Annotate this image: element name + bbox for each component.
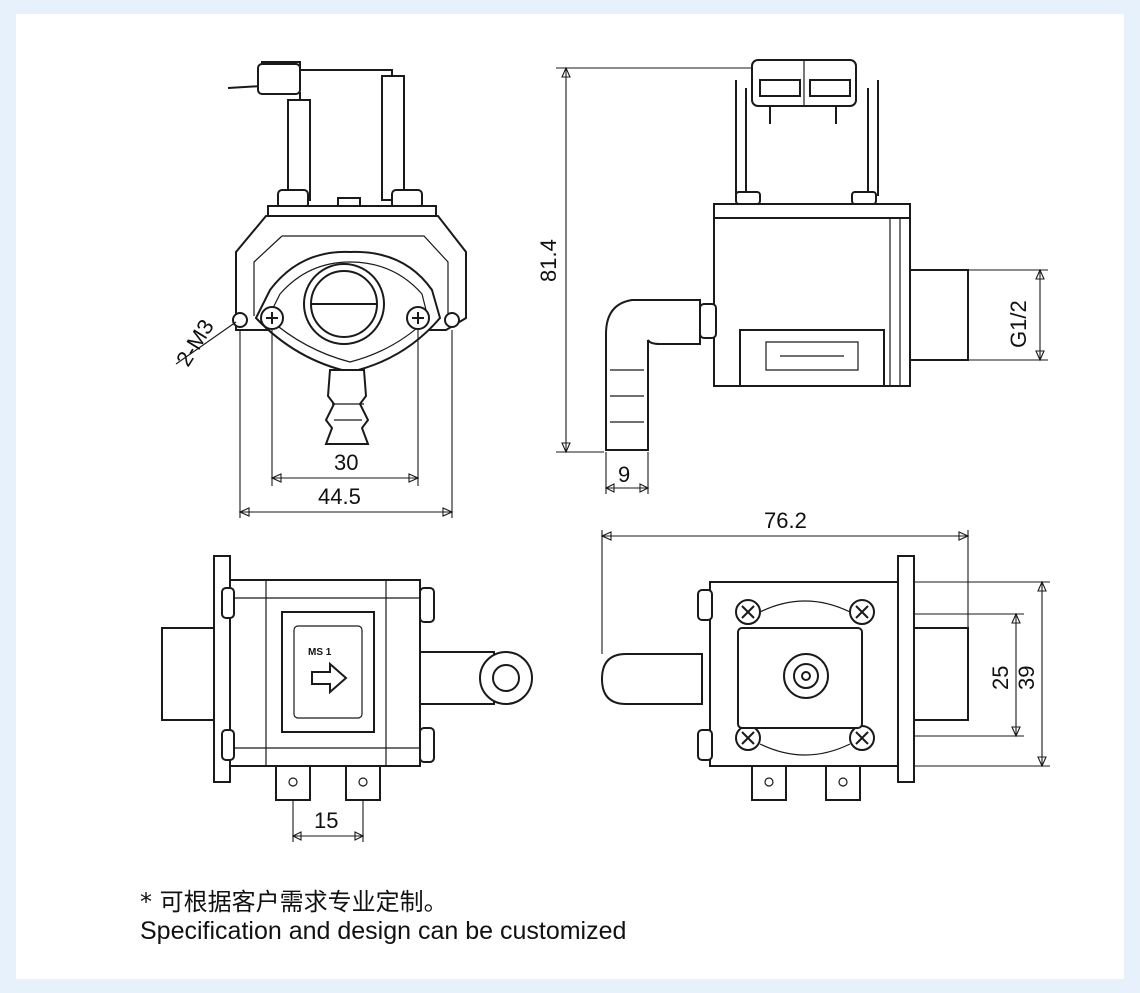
dim-15-label: 15	[314, 808, 338, 833]
top-view	[161, 555, 533, 801]
front-view	[227, 61, 467, 445]
dim-g1-2-label: G1/2	[1006, 300, 1031, 348]
end-view	[600, 555, 969, 801]
body-label: MS 1	[308, 647, 332, 658]
dim-76-2-label: 76.2	[764, 508, 807, 533]
dim-44-5-label: 44.5	[318, 484, 361, 509]
dim-25-label: 25	[988, 666, 1013, 690]
dim-9-label: 9	[618, 462, 630, 487]
drawing-panel	[16, 14, 1124, 979]
dim-30-label: 30	[334, 450, 358, 475]
side-view	[605, 59, 969, 451]
front-view-dimensions	[175, 321, 454, 518]
top-view-dimensions	[291, 800, 365, 842]
dim-81-4-label: 81.4	[536, 239, 561, 282]
note-chinese: * 可根据客户需求专业定制。	[140, 888, 448, 916]
dim-39-label: 39	[1014, 666, 1039, 690]
note-english: Specification and design can be customiz…	[140, 917, 627, 945]
side-view-dimensions	[556, 66, 1048, 494]
dim-2-m3-label: 2-M3	[171, 315, 219, 371]
end-view-dimensions	[600, 530, 1050, 768]
